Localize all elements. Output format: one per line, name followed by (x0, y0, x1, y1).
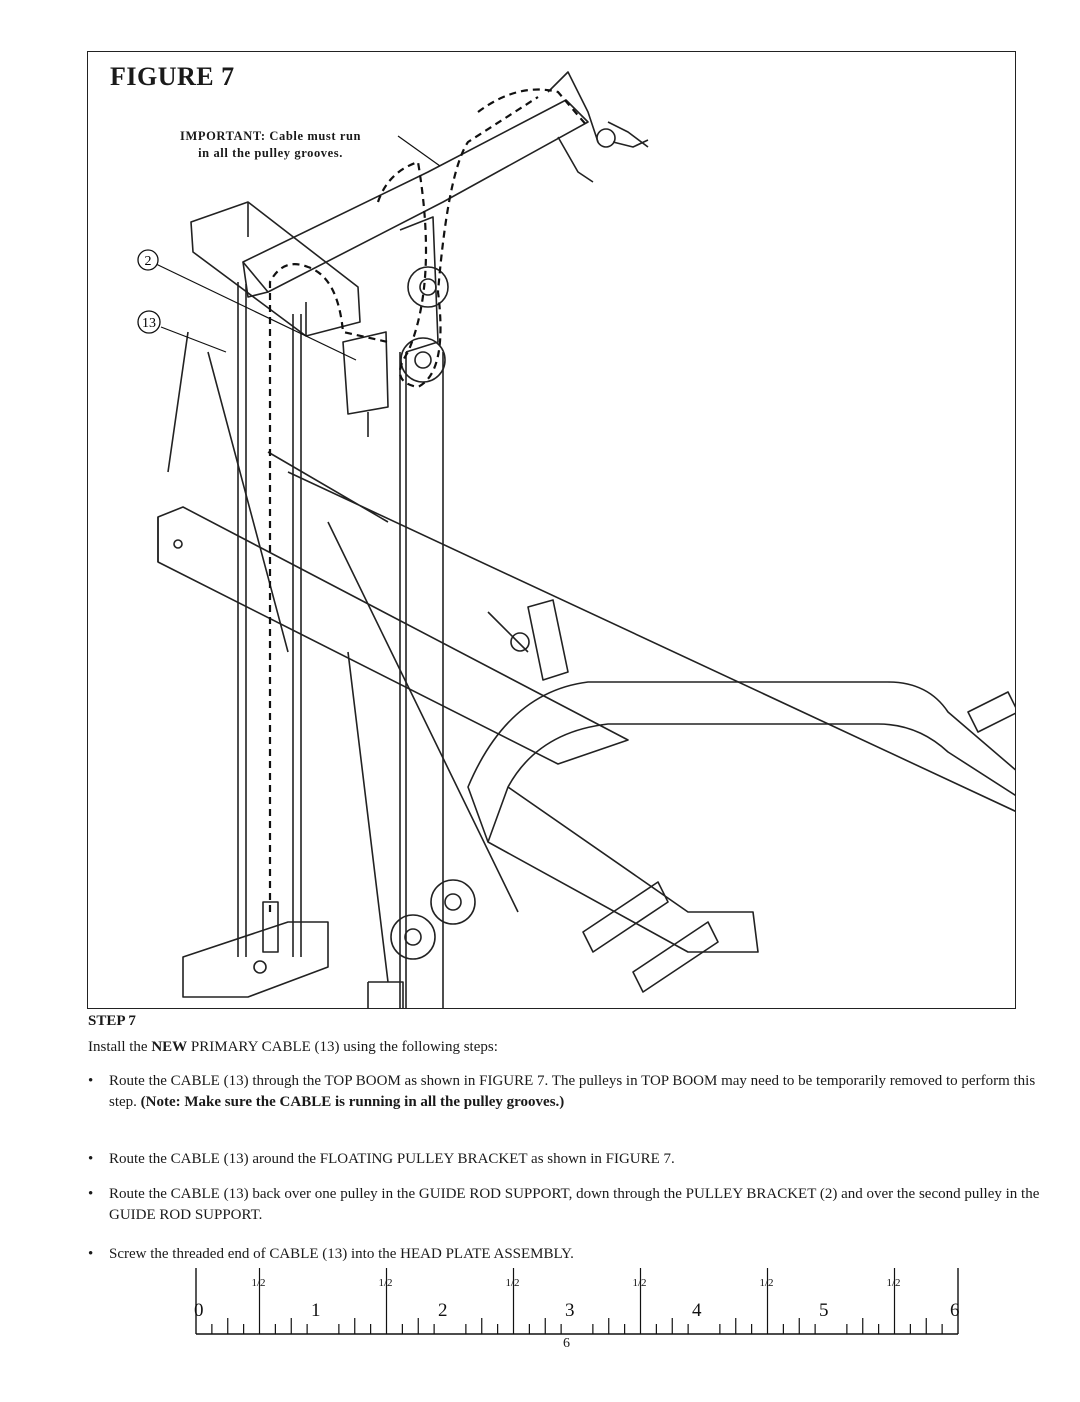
bullet-4: • Screw the threaded end of CABLE (13) i… (88, 1244, 1053, 1265)
ruler-number: 6 (950, 1300, 960, 1321)
important-callout: IMPORTANT: Cable must run in all the pul… (180, 129, 362, 160)
press-arm (467, 681, 1015, 843)
ruler-half-label: 1/2 (633, 1277, 647, 1289)
bullet-1-text: Route the CABLE (13) through the TOP BOO… (109, 1073, 1036, 1110)
step-intro: Install the NEW PRIMARY CABLE (13) using… (88, 1039, 498, 1056)
ruler-half-label: 1/2 (379, 1277, 393, 1289)
head-plate (182, 921, 329, 998)
hand-grip-3 (967, 691, 1015, 733)
callout-label-2: 2 (137, 249, 159, 271)
ruler-number: 5 (819, 1300, 829, 1321)
step-heading: STEP 7 (88, 1013, 136, 1029)
svg-text:2: 2 (145, 254, 152, 269)
intro-post: PRIMARY CABLE (13) using the following s… (187, 1039, 498, 1055)
bullet-2: • Route the CABLE (13) around the FLOATI… (88, 1149, 1053, 1170)
ruler-half-label: 1/2 (252, 1277, 266, 1289)
callout-label-13: 13 (137, 310, 161, 334)
pulley-bracket (342, 331, 389, 415)
ruler-number: 0 (194, 1300, 204, 1321)
boom-hook (547, 71, 649, 183)
base-beam (157, 506, 629, 765)
bullet-2-text: Route the CABLE (13) around the FLOATING… (109, 1151, 675, 1167)
pulley-upper (407, 266, 449, 308)
dashed-cable-route (268, 263, 389, 912)
inch-ruler: 0 1/2 1 1/2 2 1/2 3 1/2 4 1/2 5 1/2 6 (194, 1268, 960, 1335)
pulley-lower-1 (430, 879, 476, 925)
ruler-half-label: 1/2 (506, 1277, 520, 1289)
knob-ball (596, 128, 616, 148)
weight-machine-drawing: 2 13 (137, 71, 1015, 1008)
bullet-1-note: (Note: Make sure the CABLE is running in… (140, 1094, 565, 1110)
bullet-3-text: Route the CABLE (13) back over one pulle… (109, 1186, 1040, 1223)
ruler-number: 3 (565, 1300, 575, 1321)
bullet-1: • Route the CABLE (13) through the TOP B… (88, 1073, 1036, 1110)
ruler-number: 1 (311, 1300, 321, 1321)
pulley-mid (400, 337, 446, 383)
figure-7-box: FIGURE 7 IMPORTANT: Cable must run in al… (87, 51, 1016, 1009)
ruler-number: 4 (692, 1300, 702, 1321)
pulley-lower-2 (390, 914, 436, 960)
center-bracket (527, 599, 569, 681)
ruler-half-label: 1/2 (887, 1277, 901, 1289)
threaded-end (262, 901, 279, 953)
upright-post (399, 216, 439, 353)
figure-title: FIGURE 7 (110, 62, 235, 91)
intro-bold: NEW (151, 1039, 188, 1055)
top-boom-front-block (190, 201, 361, 337)
hand-grip-2 (632, 921, 719, 993)
intro-pre: Install the (88, 1039, 152, 1055)
page-number: 6 (563, 1336, 570, 1351)
svg-text:13: 13 (142, 316, 156, 331)
ruler-half-label: 1/2 (760, 1277, 774, 1289)
ruler-number: 2 (438, 1300, 448, 1321)
bullet-4-text: Screw the threaded end of CABLE (13) int… (109, 1246, 574, 1262)
hand-grip-1 (582, 881, 669, 953)
bullet-3: • Route the CABLE (13) back over one pul… (88, 1184, 1053, 1226)
